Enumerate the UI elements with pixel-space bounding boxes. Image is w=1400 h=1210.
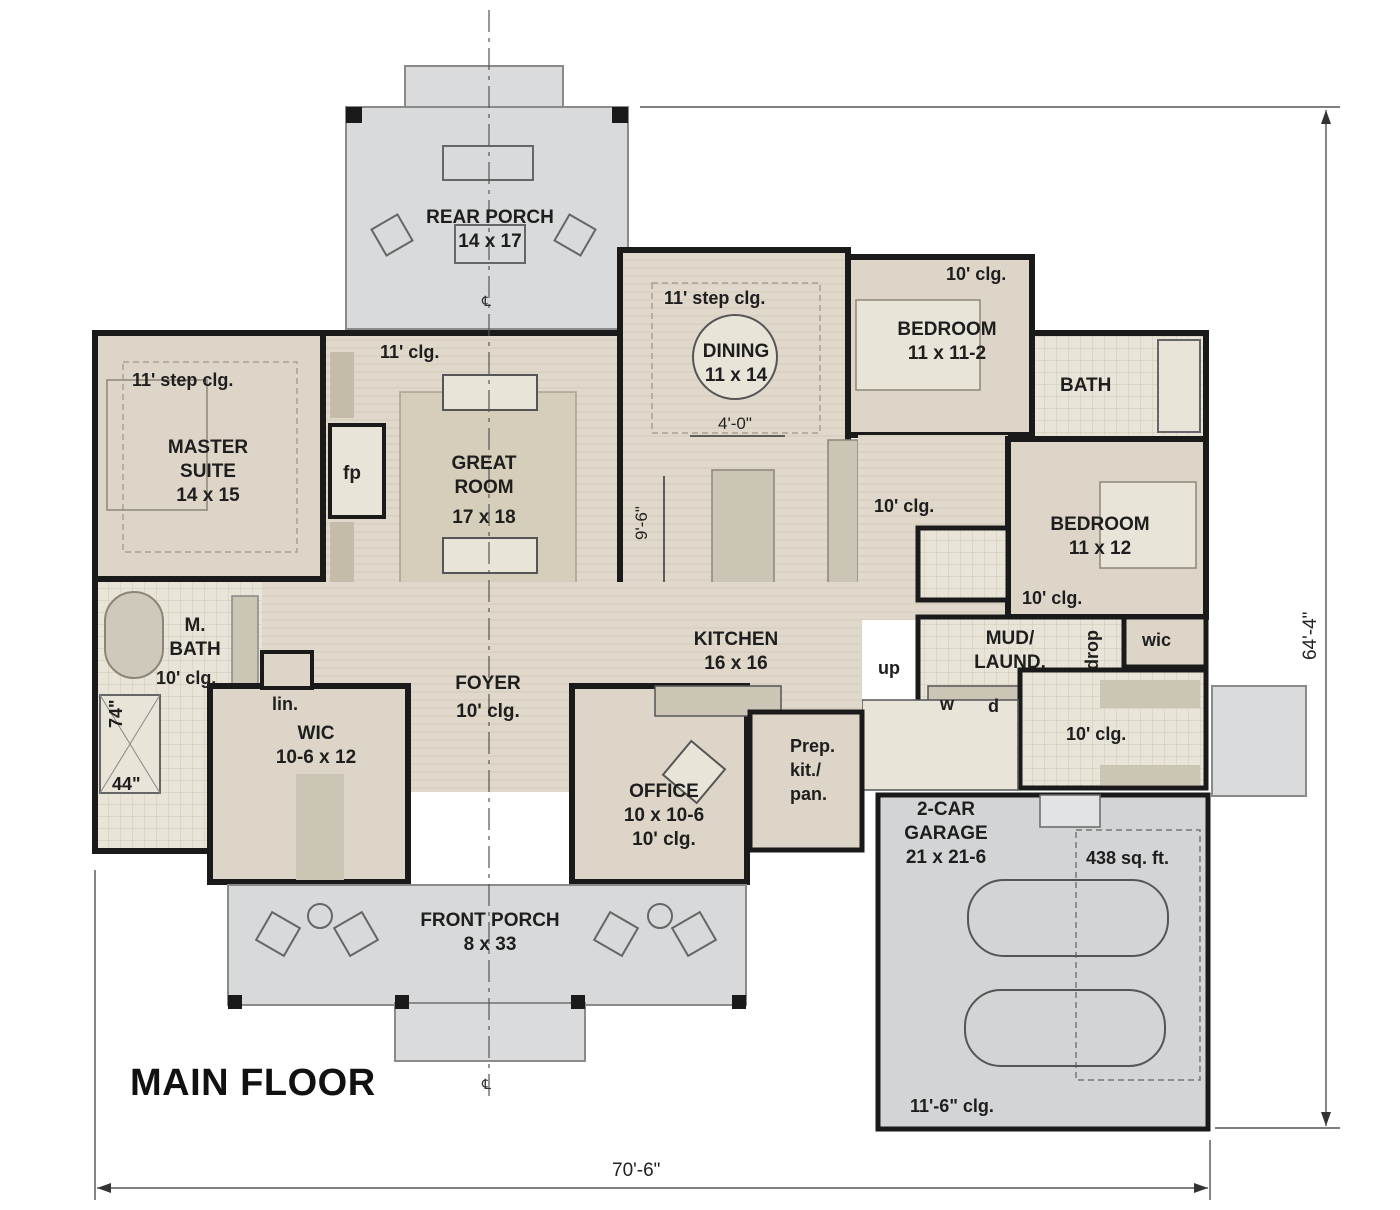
master-label: MASTER SUITE 14 x 15: [148, 436, 268, 508]
kitchen-label: KITCHEN 16 x 16: [676, 628, 796, 676]
garage-name-1: 2-CAR: [916, 799, 976, 820]
bedroom2-size: 11 x 11-2: [907, 343, 987, 364]
mud-name-1: MUD/: [985, 628, 1035, 649]
centerline-mark-top: ℄: [482, 293, 491, 309]
office-name: OFFICE: [629, 781, 699, 802]
dining-name: DINING: [702, 341, 770, 362]
bedroom3-size: 11 x 12: [1068, 538, 1132, 559]
overall-width-dimension: 70'-6": [612, 1160, 661, 1181]
garage-label: 2-CAR GARAGE 21 x 21-6: [886, 798, 1006, 870]
stair-up-label: up: [878, 658, 900, 678]
house-footprint: [92, 247, 1209, 885]
bedroom3-name: BEDROOM: [1050, 514, 1150, 535]
bedroom2-label: BEDROOM 11 x 11-2: [872, 318, 1022, 366]
bedroom2-name: BEDROOM: [897, 319, 997, 340]
master-name-2: SUITE: [180, 461, 236, 482]
dryer-label: d: [988, 696, 999, 716]
foyer-ceiling: 10' clg.: [456, 701, 520, 722]
bedroom3-ceiling: 10' clg.: [1022, 588, 1083, 608]
great-room-name-1: GREAT: [451, 453, 517, 474]
fireplace-label: fp: [343, 463, 361, 484]
foyer-label: FOYER 10' clg.: [428, 672, 548, 724]
mud-name-2: LAUND.: [974, 652, 1046, 673]
wic-name: WIC: [297, 723, 335, 744]
kitchen-size: 16 x 16: [704, 653, 768, 674]
kitchen-name: KITCHEN: [693, 629, 779, 650]
shower-width: 44": [112, 774, 141, 794]
prep-label: Prep. kit./ pan.: [790, 734, 835, 806]
dimension-lines: [94, 10, 1340, 1200]
front-porch-area: [227, 884, 747, 1062]
overall-depth-dimension: 64'-4": [1300, 611, 1321, 660]
great-room-size: 17 x 18: [452, 507, 516, 528]
front-porch-name: FRONT PORCH: [420, 910, 560, 931]
linen-label: lin.: [272, 694, 298, 714]
master-name-1: MASTER: [167, 437, 249, 458]
master-bath-label: M. BATH: [150, 614, 240, 662]
drop-zone-label: drop: [1082, 630, 1102, 670]
great-room-name-2: ROOM: [454, 477, 514, 498]
dining-label: DINING 11 x 14: [676, 340, 796, 388]
bedroom3-closet: wic: [1142, 630, 1172, 650]
dining-ceiling: 11' step clg.: [664, 288, 766, 308]
hall-ceiling: 10' clg.: [874, 496, 935, 516]
bath2-name: BATH: [1060, 375, 1112, 396]
garage-area: 438 sq. ft.: [1086, 848, 1170, 868]
dining-size: 11 x 14: [704, 365, 768, 386]
rear-porch-name: REAR PORCH: [426, 207, 554, 228]
prep-line-2: kit./: [790, 760, 822, 780]
office-size: 10 x 10-6: [623, 805, 705, 826]
front-porch-label: FRONT PORCH 8 x 33: [400, 909, 580, 957]
master-bath-name-1: M.: [184, 615, 206, 636]
garage-size: 21 x 21-6: [905, 847, 987, 868]
prep-line-3: pan.: [790, 784, 828, 804]
front-porch-size: 8 x 33: [463, 934, 517, 955]
wic-size: 10-6 x 12: [275, 747, 357, 768]
shower-height: 74": [106, 699, 126, 728]
garage-entry-ceiling: 10' clg.: [1066, 724, 1127, 744]
master-ceiling: 11' step clg.: [132, 370, 234, 390]
mud-label: MUD/ LAUND.: [960, 627, 1060, 675]
rear-porch-label: REAR PORCH 14 x 17: [400, 206, 580, 254]
prep-line-1: Prep.: [790, 736, 836, 756]
office-label: OFFICE 10 x 10-6 10' clg.: [604, 780, 724, 852]
garage-ceiling: 11'-6" clg.: [910, 1096, 994, 1116]
bedroom2-ceiling: 10' clg.: [946, 264, 1007, 284]
great-room-ceiling: 11' clg.: [380, 342, 440, 362]
washer-label: w: [940, 694, 955, 714]
bedroom3-label: BEDROOM 11 x 12: [1030, 513, 1170, 561]
great-room-label: GREAT ROOM 17 x 18: [424, 452, 544, 530]
page-title: MAIN FLOOR: [130, 1062, 376, 1104]
wic-label: WIC 10-6 x 12: [256, 722, 376, 770]
garage-area: [875, 685, 1307, 1132]
master-bath-name-2: BATH: [169, 639, 221, 660]
garage-name-2: GARAGE: [904, 823, 988, 844]
foyer-name: FOYER: [455, 673, 521, 694]
island-length-dimension: 9'-6": [632, 506, 651, 540]
rear-porch-size: 14 x 17: [458, 231, 522, 252]
master-bath-ceiling: 10' clg.: [156, 668, 217, 688]
office-ceiling: 10' clg.: [632, 829, 696, 850]
island-gap-dimension: 4'-0": [718, 414, 752, 433]
master-size: 14 x 15: [176, 485, 240, 506]
rear-porch-area: [345, 65, 629, 330]
centerline-mark-bottom: ℄: [482, 1076, 491, 1092]
